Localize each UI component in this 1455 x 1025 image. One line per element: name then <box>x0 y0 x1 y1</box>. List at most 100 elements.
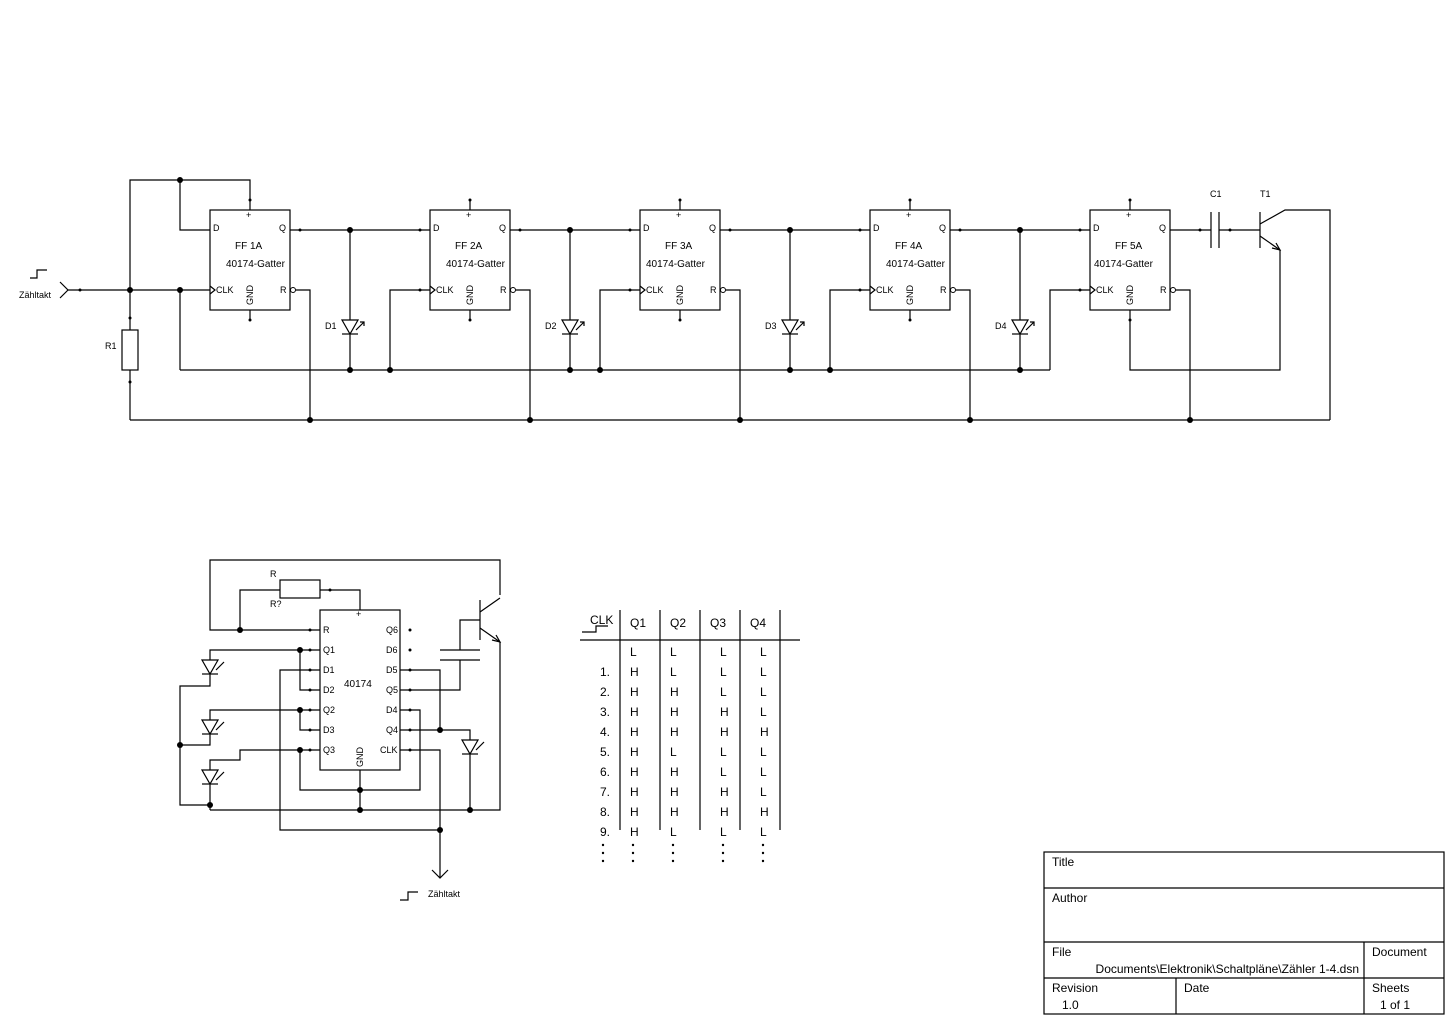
tt-cell: L <box>760 665 767 679</box>
svg-text:D3: D3 <box>765 321 777 331</box>
svg-text:D: D <box>213 223 220 233</box>
flipflop-ff3a: D Q CLK R + GND FF 3A 40174-Gatter <box>639 198 726 322</box>
tt-cell: 1. <box>600 665 610 679</box>
tt-dot <box>761 851 765 855</box>
flipflop-ff1a: D Q CLK R + GND FF 1A 40174-Gatter <box>209 198 296 322</box>
svg-text:R: R <box>323 625 330 635</box>
svg-text:R: R <box>500 285 507 295</box>
tb-sheets-label: Sheets <box>1372 981 1409 995</box>
svg-text:D: D <box>433 223 440 233</box>
tt-cell: L <box>630 645 637 659</box>
tt-dot <box>671 851 675 855</box>
tt-cell: L <box>720 665 727 679</box>
svg-text:Q3: Q3 <box>323 745 335 755</box>
tt-dot <box>721 859 725 863</box>
tt-cell: L <box>720 745 727 759</box>
tb-date-label: Date <box>1184 981 1210 995</box>
tb-document-label: Document <box>1372 945 1427 959</box>
tt-cell: H <box>630 685 639 699</box>
tt-cell: 3. <box>600 705 610 719</box>
diode-d3: D3 <box>765 227 805 373</box>
diode-d1: D1 <box>325 227 365 373</box>
tt-header-q1: Q1 <box>630 616 646 630</box>
tb-file-label: File <box>1052 945 1072 959</box>
tb-sheets-value: 1 of 1 <box>1380 998 1410 1012</box>
tt-cell: L <box>670 745 677 759</box>
svg-text:D5: D5 <box>386 665 398 675</box>
resistor-r1 <box>121 329 139 371</box>
svg-text:R: R <box>940 285 947 295</box>
svg-text:GND: GND <box>245 285 255 306</box>
tb-file-value: Documents\Elektronik\Schaltpläne\Zähler … <box>1096 962 1359 976</box>
ic-name: 40174 <box>344 679 372 690</box>
chain-clock-input: Zähltakt <box>19 269 210 300</box>
tt-cell: 4. <box>600 725 610 739</box>
svg-text:D: D <box>1093 223 1100 233</box>
ic-input-label: Zähltakt <box>428 889 461 899</box>
tt-cell: L <box>720 645 727 659</box>
tt-cell: H <box>630 725 639 739</box>
svg-text:R: R <box>1160 285 1167 295</box>
svg-text:D4: D4 <box>995 321 1007 331</box>
svg-text:GND: GND <box>465 285 475 306</box>
tt-cell: H <box>630 825 639 839</box>
svg-text:+: + <box>466 210 471 220</box>
tt-dot <box>631 851 635 855</box>
svg-text:R: R <box>270 569 277 579</box>
tt-dot <box>601 859 605 863</box>
ff2a-part: 40174-Gatter <box>446 259 506 270</box>
svg-text:CLK: CLK <box>380 745 398 755</box>
svg-text:D2: D2 <box>323 685 335 695</box>
svg-text:Q: Q <box>499 223 506 233</box>
tt-dot <box>671 843 675 847</box>
flipflop-ff5a: D Q CLK R + GND FF 5A 40174-Gatter <box>1089 198 1176 311</box>
svg-text:+: + <box>1126 210 1131 220</box>
svg-text:Q: Q <box>279 223 286 233</box>
tt-header-q3: Q3 <box>710 616 726 630</box>
tt-cell: L <box>760 745 767 759</box>
tt-cell: H <box>670 805 679 819</box>
ff1a-part: 40174-Gatter <box>226 259 286 270</box>
tt-cell: H <box>720 805 729 819</box>
svg-text:CLK: CLK <box>436 285 454 295</box>
svg-text:D: D <box>643 223 650 233</box>
tt-cell: H <box>670 705 679 719</box>
svg-text:Q1: Q1 <box>323 645 335 655</box>
ff4a-part: 40174-Gatter <box>886 259 946 270</box>
svg-text:Q: Q <box>709 223 716 233</box>
tt-cell: H <box>760 725 769 739</box>
svg-text:CLK: CLK <box>646 285 664 295</box>
tt-header-q4: Q4 <box>750 616 766 630</box>
tt-cell: H <box>630 765 639 779</box>
svg-text:D3: D3 <box>323 725 335 735</box>
svg-text:Q5: Q5 <box>386 685 398 695</box>
tt-cell: H <box>720 705 729 719</box>
svg-text:R: R <box>710 285 717 295</box>
tt-cell: H <box>670 765 679 779</box>
svg-text:Q4: Q4 <box>386 725 398 735</box>
tt-cell: L <box>760 645 767 659</box>
svg-text:R?: R? <box>270 599 282 609</box>
tt-cell: H <box>670 685 679 699</box>
svg-text:GND: GND <box>675 285 685 306</box>
tt-cell: H <box>670 785 679 799</box>
svg-text:+: + <box>356 609 361 619</box>
svg-text:R: R <box>280 285 287 295</box>
tt-cell: H <box>720 725 729 739</box>
tt-cell: L <box>670 645 677 659</box>
tt-cell: 9. <box>600 825 610 839</box>
svg-text:+: + <box>676 210 681 220</box>
tt-cell: 8. <box>600 805 610 819</box>
chain-input-label: Zähltakt <box>19 290 52 300</box>
flipflop-ff2a: D Q CLK R + GND FF 2A 40174-Gatter <box>429 198 516 322</box>
chain-circuit: Zähltakt R1 D Q CLK R + GND <box>19 177 1331 423</box>
svg-text:D6: D6 <box>386 645 398 655</box>
svg-text:Q: Q <box>939 223 946 233</box>
resistor-r1-label: R1 <box>105 341 117 351</box>
tb-title-label: Title <box>1052 855 1075 869</box>
tt-cell: H <box>760 805 769 819</box>
svg-text:CLK: CLK <box>216 285 234 295</box>
tt-cell: 6. <box>600 765 610 779</box>
tt-header-clk: CLK <box>590 613 613 627</box>
